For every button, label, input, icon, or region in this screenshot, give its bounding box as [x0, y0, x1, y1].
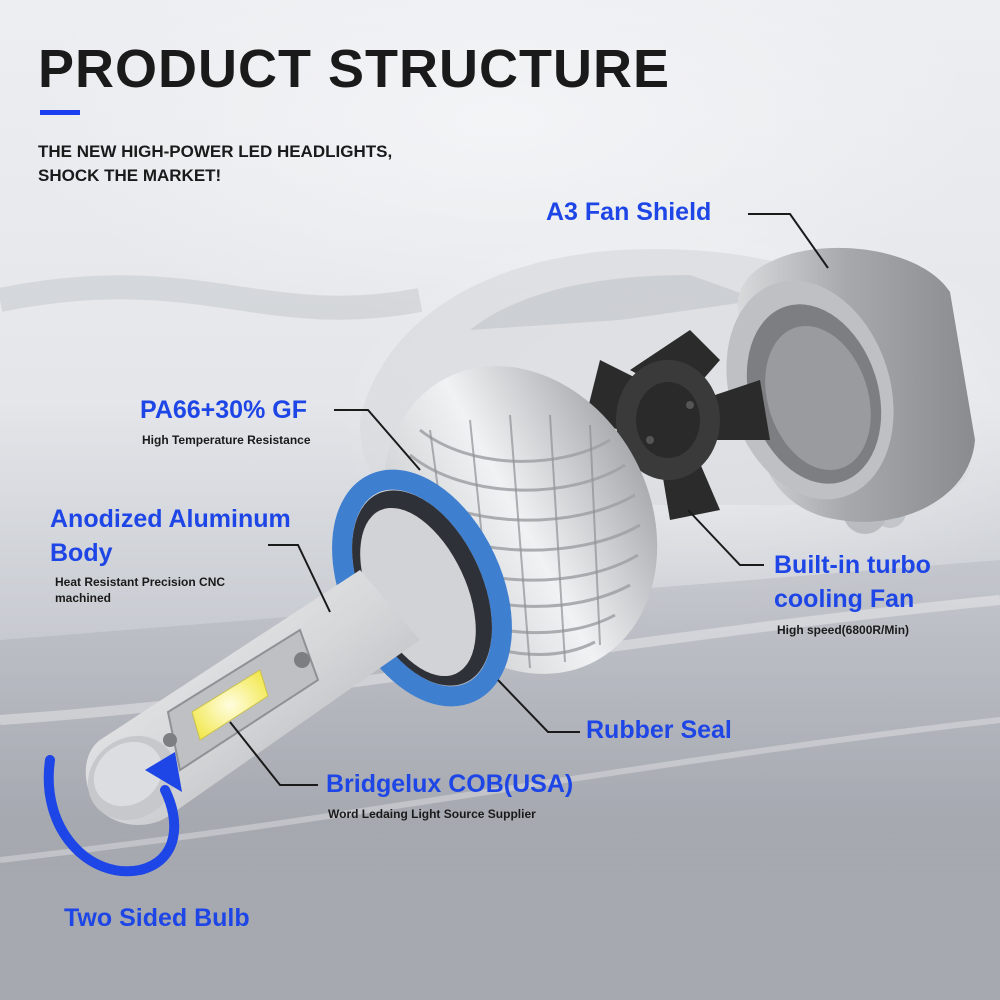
label-aluminum-line-1: Anodized Aluminum [50, 505, 291, 533]
label-fan-shield: A3 Fan Shield [546, 198, 712, 226]
subtitle-line-2: SHOCK THE MARKET! [38, 166, 222, 185]
label-turbo-line-1: Built-in turbo [774, 551, 931, 579]
label-bridgelux: Bridgelux COB(USA) [326, 770, 574, 798]
label-two-sided-bulb: Two Sided Bulb [64, 904, 250, 932]
label-aluminum-sub: Heat Resistant Precision CNC machined [55, 574, 225, 606]
label-aluminum-line-2: Body [50, 539, 113, 567]
label-rubber-seal: Rubber Seal [586, 716, 732, 744]
label-aluminum-sub-line-1: Heat Resistant Precision CNC [55, 575, 226, 589]
label-aluminum-body: Anodized Aluminum Body [50, 502, 291, 570]
label-aluminum-sub-line-2: machined [55, 591, 112, 605]
title-underline [40, 110, 80, 115]
label-turbo-fan: Built-in turbo cooling Fan [774, 548, 931, 616]
page-subtitle: THE NEW HIGH-POWER LED HEADLIGHTS, SHOCK… [38, 140, 558, 188]
label-turbo-sub: High speed(6800R/Min) [777, 623, 910, 637]
label-bridgelux-sub: Word Ledaing Light Source Supplier [328, 807, 536, 821]
label-pa66-sub: High Temperature Resistance [142, 433, 311, 447]
label-turbo-line-2: cooling Fan [774, 585, 915, 613]
subtitle-line-1: THE NEW HIGH-POWER LED HEADLIGHTS, [38, 142, 393, 161]
page-title: PRODUCT STRUCTURE [38, 39, 670, 99]
label-pa66: PA66+30% GF [140, 396, 307, 424]
